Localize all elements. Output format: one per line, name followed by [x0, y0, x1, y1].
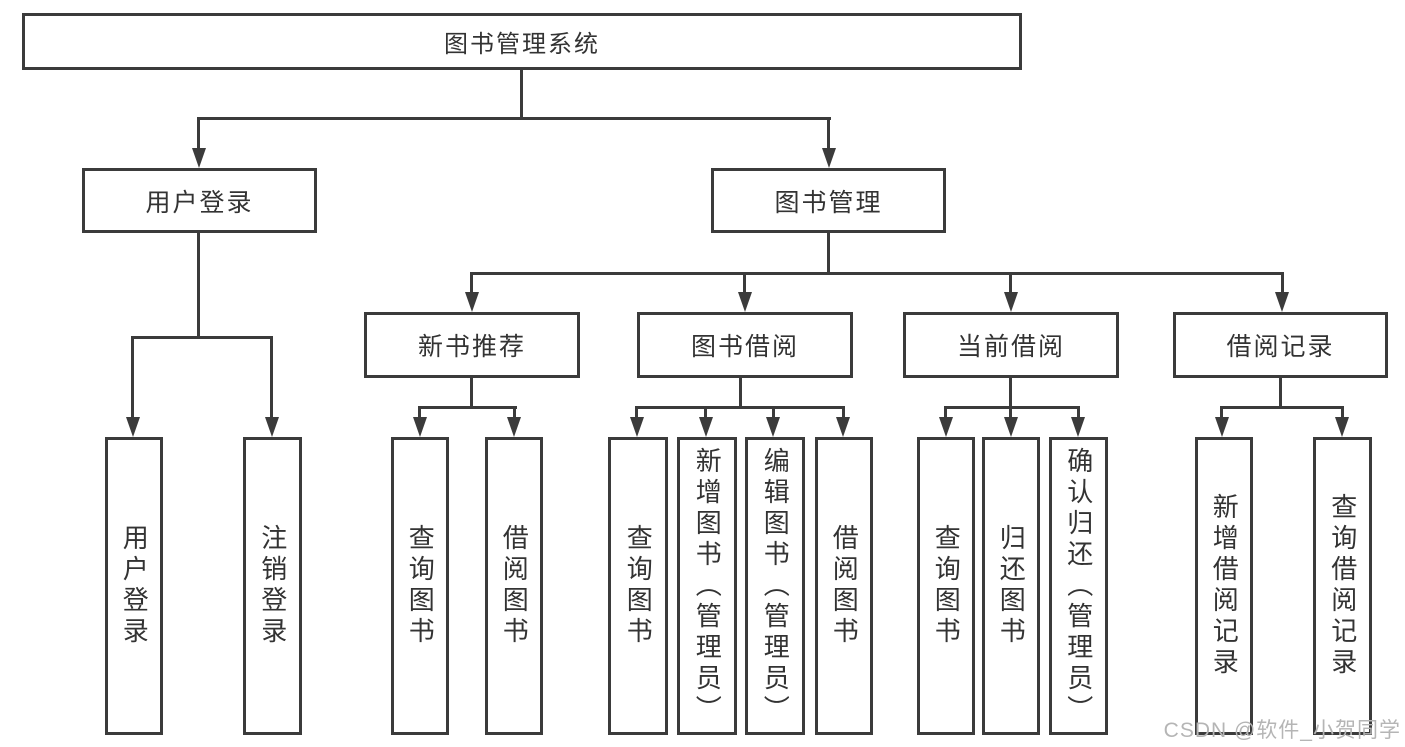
connector-line: [827, 117, 830, 150]
node-borrowing-records: 借阅记录: [1173, 312, 1388, 378]
connector-line: [743, 272, 746, 294]
connector-line: [270, 336, 273, 418]
connector-line: [739, 377, 742, 409]
node-book-management: 图书管理: [711, 168, 946, 233]
connector-line: [1279, 377, 1282, 409]
node-logout: 注销登录: [243, 437, 302, 735]
connector-line: [944, 406, 1080, 409]
arrow-down-icon: [1215, 417, 1229, 437]
arrow-down-icon: [738, 292, 752, 312]
node-query-books: 查询图书: [917, 437, 975, 735]
node-query-books: 查询图书: [391, 437, 449, 735]
connector-line: [470, 272, 1284, 275]
node-borrow-books: 借阅图书: [815, 437, 873, 735]
node-user-login: 用户登录: [82, 168, 317, 233]
node-label: 查询图书: [931, 524, 962, 648]
node-label: 编辑图书（管理员）: [760, 446, 791, 726]
arrow-down-icon: [126, 417, 140, 437]
node-label: 查询图书: [623, 524, 654, 648]
connector-line: [1009, 377, 1012, 409]
node-new-book-recommendation: 新书推荐: [364, 312, 580, 378]
arrow-down-icon: [630, 417, 644, 437]
connector-line: [827, 233, 830, 275]
connector-line: [944, 406, 947, 419]
node-label: 归还图书: [996, 524, 1027, 648]
node-borrow-books: 借阅图书: [485, 437, 543, 735]
node-label: 图书借阅: [690, 333, 799, 361]
node-return-books: 归还图书: [982, 437, 1040, 735]
arrow-down-icon: [1335, 417, 1349, 437]
connector-line: [520, 69, 523, 120]
connector-line: [513, 406, 516, 419]
arrow-down-icon: [939, 417, 953, 437]
arrow-down-icon: [822, 148, 836, 168]
arrow-down-icon: [1004, 292, 1018, 312]
node-label: 新增图书（管理员）: [692, 446, 723, 726]
node-label: 查询图书: [405, 524, 436, 648]
connector-line: [131, 336, 273, 339]
arrow-down-icon: [465, 292, 479, 312]
node-label: 借阅图书: [499, 524, 530, 648]
connector-line: [470, 272, 473, 294]
connector-line: [635, 406, 638, 419]
arrow-down-icon: [507, 417, 521, 437]
node-library-management-system: 图书管理系统: [22, 13, 1022, 70]
node-label: 注销登录: [257, 524, 288, 648]
connector-line: [635, 406, 845, 409]
node-label: 图书管理系统: [444, 31, 600, 58]
node-label: 新书推荐: [417, 333, 526, 361]
connector-line: [131, 336, 134, 418]
node-query-borrow-record: 查询借阅记录: [1313, 437, 1372, 735]
arrow-down-icon: [265, 417, 279, 437]
node-edit-book-admin: 编辑图书（管理员）: [745, 437, 805, 735]
arrow-down-icon: [1071, 417, 1085, 437]
node-add-borrow-record: 新增借阅记录: [1195, 437, 1253, 735]
connector-line: [1220, 406, 1223, 419]
arrow-down-icon: [766, 417, 780, 437]
connector-line: [197, 117, 831, 120]
node-label: 当前借阅: [956, 333, 1065, 361]
node-query-books: 查询图书: [608, 437, 668, 735]
node-label: 查询借阅记录: [1327, 493, 1358, 679]
watermark: CSDN @软件_小贺同学: [1163, 719, 1401, 742]
connector-line: [418, 406, 421, 419]
node-book-borrowing: 图书借阅: [637, 312, 853, 378]
arrow-down-icon: [192, 148, 206, 168]
arrow-down-icon: [1004, 417, 1018, 437]
connector-line: [197, 233, 200, 339]
arrow-down-icon: [413, 417, 427, 437]
node-label: 用户登录: [119, 524, 150, 648]
arrow-down-icon: [1275, 292, 1289, 312]
connector-line: [1220, 406, 1344, 409]
node-add-book-admin: 新增图书（管理员）: [677, 437, 737, 735]
connector-line: [1009, 406, 1012, 419]
connector-line: [704, 406, 707, 419]
node-label: 图书管理: [774, 188, 883, 217]
connector-line: [1009, 272, 1012, 294]
node-label: 用户登录: [145, 188, 254, 217]
connector-line: [772, 406, 775, 419]
node-label: 借阅记录: [1226, 333, 1335, 361]
node-label: 确认归还（管理员）: [1063, 446, 1094, 726]
connector-line: [1077, 406, 1080, 419]
node-label: 借阅图书: [829, 524, 860, 648]
node-user-login-action: 用户登录: [105, 437, 163, 735]
connector-line: [1341, 406, 1344, 419]
connector-line: [842, 406, 845, 419]
node-confirm-return-admin: 确认归还（管理员）: [1049, 437, 1108, 735]
node-current-borrowing: 当前借阅: [903, 312, 1119, 378]
node-label: 新增借阅记录: [1209, 493, 1240, 679]
connector-line: [197, 117, 200, 150]
connector-line: [470, 377, 473, 409]
arrow-down-icon: [836, 417, 850, 437]
connector-line: [1281, 272, 1284, 294]
connector-line: [418, 406, 517, 409]
arrow-down-icon: [699, 417, 713, 437]
